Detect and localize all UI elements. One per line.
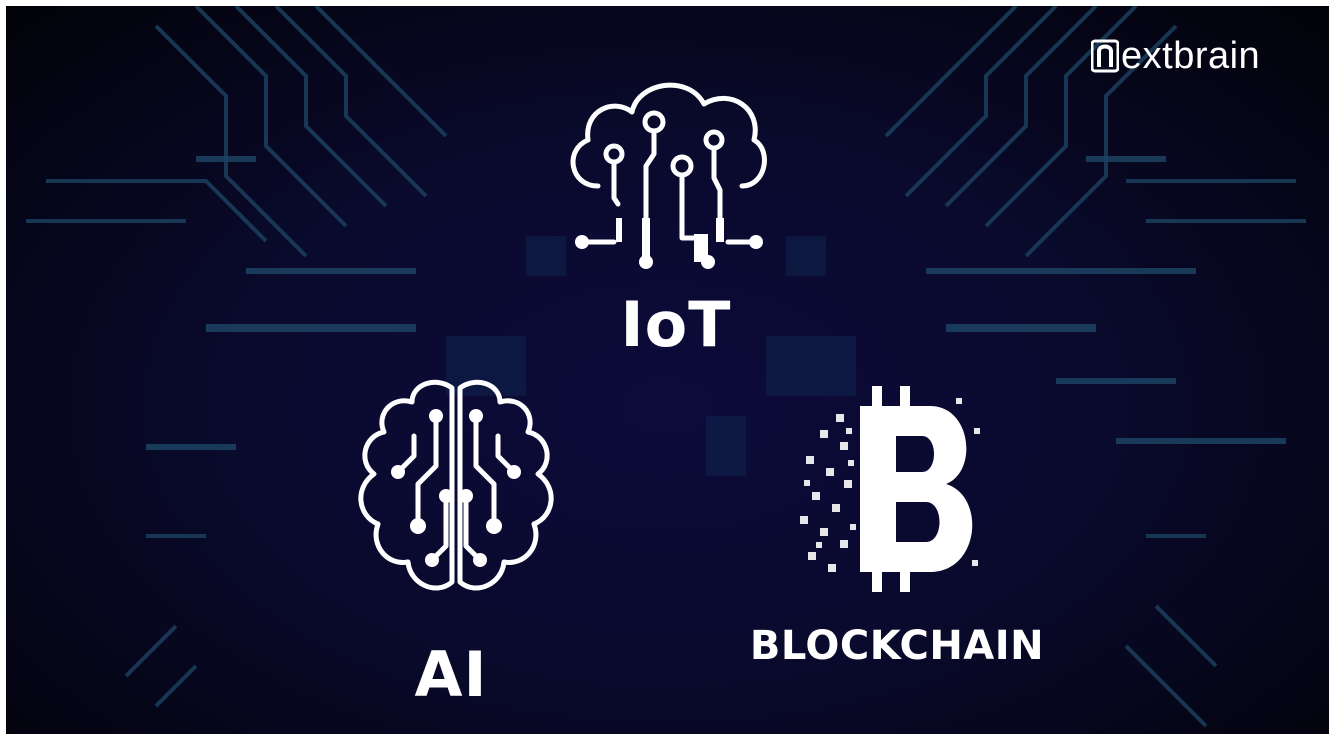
banner-canvas: IoT AI xyxy=(6,6,1329,734)
pixel-bitcoin-icon xyxy=(800,386,980,592)
iot-label: IoT xyxy=(620,288,732,361)
ai-label: AI xyxy=(414,638,488,711)
nextbrain-logo: extbrain xyxy=(1091,32,1260,80)
blockchain-label: BLOCKCHAIN xyxy=(749,623,1045,669)
logo-text: extbrain xyxy=(1121,34,1261,77)
n-box-icon xyxy=(1091,39,1119,73)
brain-circuit-icon xyxy=(358,379,554,591)
cloud-circuit-icon xyxy=(570,82,767,269)
